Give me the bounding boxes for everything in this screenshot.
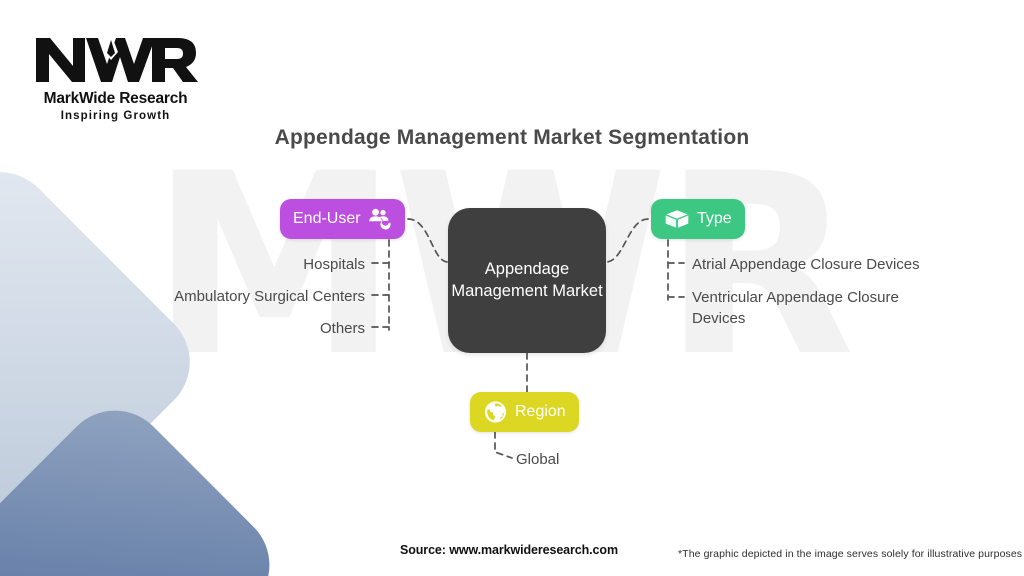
- brand-tagline: Inspiring Growth: [60, 110, 171, 122]
- branch-badge-region[interactable]: Region: [470, 392, 579, 432]
- mwr-logo-mark: [36, 34, 198, 82]
- branch-badge-end-user[interactable]: End-User: [280, 199, 405, 239]
- branch-label-region: Region: [515, 403, 566, 420]
- leaf-end-user-3: Others: [319, 320, 365, 337]
- leaf-type-2: Ventricular Appendage Closure Devices: [692, 289, 899, 327]
- brand-name: MarkWide Research: [43, 90, 188, 107]
- disclaimer-text: *The graphic depicted in the image serve…: [678, 548, 1023, 560]
- leaf-type-1: Atrial Appendage Closure Devices: [692, 256, 920, 273]
- globe-icon: [483, 400, 508, 424]
- leaf-region-1: Global: [516, 451, 560, 468]
- source-text: Source: www.markwideresearch.com: [400, 543, 618, 557]
- branch-badge-type[interactable]: Type: [651, 199, 745, 239]
- page-title: Appendage Management Market Segmentation: [274, 126, 750, 149]
- center-node-label: Appendage Management Market: [451, 259, 603, 300]
- brand-logo: MarkWide Research Inspiring Growth: [28, 30, 203, 122]
- center-node: Appendage Management Market: [448, 208, 606, 353]
- leaf-end-user-1: Hospitals: [303, 256, 365, 273]
- branch-label-type: Type: [697, 210, 732, 227]
- leaf-end-user-2: Ambulatory Surgical Centers: [174, 288, 365, 305]
- branch-label-end-user: End-User: [293, 210, 361, 227]
- users-sync-icon: [368, 208, 392, 230]
- cube-box-icon: [664, 208, 690, 230]
